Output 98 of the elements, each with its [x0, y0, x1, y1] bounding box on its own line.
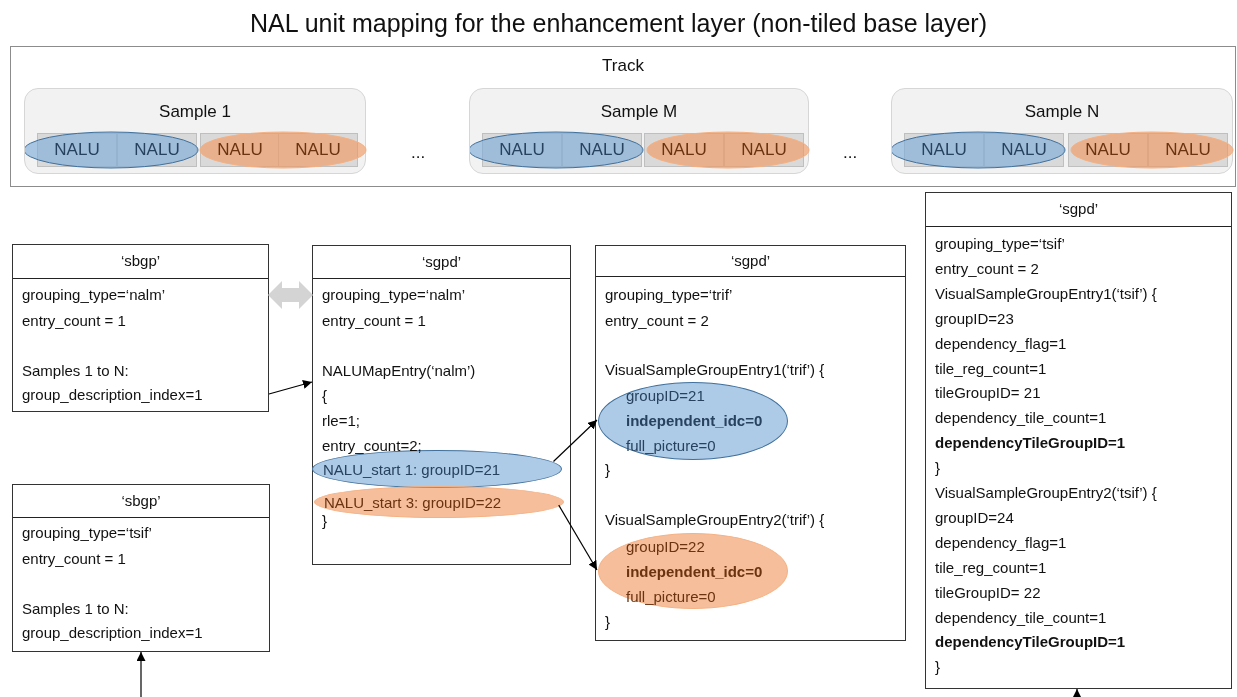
arrow: [268, 380, 313, 395]
arrow: [1072, 688, 1082, 697]
nalu-label: NALU: [1000, 140, 1048, 160]
track-label: Track: [601, 56, 645, 76]
sample-label: Sample N: [1023, 102, 1101, 122]
code-line: dependency_tile_count=1: [935, 408, 1107, 429]
code-line: independent_idc=0: [626, 411, 763, 431]
code-line: groupID=22: [626, 537, 705, 557]
code-line: }: [935, 458, 940, 479]
code-line: entry_count=2;: [322, 436, 422, 456]
nalu-label: NALU: [216, 140, 264, 160]
arrow: [552, 419, 598, 463]
code-line: grouping_type=‘tsif’: [935, 234, 1065, 254]
syntax-box: [12, 484, 270, 652]
sample-panel: [24, 88, 366, 174]
nalu-label: NALU: [53, 140, 101, 160]
code-line: dependency_flag=1: [935, 333, 1067, 354]
nalu-label: NALU: [498, 140, 546, 160]
code-line: dependency_flag=1: [935, 532, 1067, 553]
code-line: tile_reg_count=1: [935, 557, 1047, 578]
code-line: group_description_index=1: [22, 623, 203, 643]
code-line: Samples 1 to N:: [22, 599, 129, 619]
sample-panel: [469, 88, 809, 174]
box-type-label: ‘sgpd’: [729, 251, 772, 271]
code-line: VisualSampleGroupEntry1(‘tsif’) {: [935, 283, 1157, 304]
box-type-label: ‘sbgp’: [120, 491, 162, 511]
box-type-label: ‘sgpd’: [1057, 199, 1100, 219]
code-line: dependency_tile_count=1: [935, 607, 1107, 628]
code-line: groupID=23: [935, 308, 1014, 329]
sample-label: Sample M: [599, 102, 679, 122]
nalu-label: NALU: [660, 140, 708, 160]
nalu-cell: [984, 133, 1064, 167]
syntax-box: [12, 244, 269, 412]
nalu-label: NALU: [578, 140, 626, 160]
nalu-label: NALU: [920, 140, 968, 160]
code-line: rle=1;: [322, 411, 360, 431]
code-line: tile_reg_count=1: [935, 358, 1047, 379]
code-line: }: [605, 460, 610, 480]
code-line: grouping_type=‘nalm’: [22, 285, 165, 305]
nalu-cell: [278, 133, 358, 167]
box-type-label: ‘sbgp’: [119, 251, 162, 271]
double-arrow: [268, 281, 313, 309]
code-line: grouping_type=‘tsif’: [22, 523, 152, 543]
nalu-label: NALU: [740, 140, 788, 160]
nalu-cell: [117, 133, 197, 167]
code-line: tileGroupID= 22: [935, 582, 1041, 603]
code-line: full_picture=0: [626, 436, 716, 456]
nalu-label: NALU: [294, 140, 342, 160]
code-line: tileGroupID= 21: [935, 383, 1041, 404]
code-line: NALUMapEntry(‘nalm’): [322, 361, 476, 381]
code-line: group_description_index=1: [22, 385, 203, 405]
code-line: independent_idc=0: [626, 562, 763, 582]
code-line: groupID=24: [935, 507, 1014, 528]
nalu-cell: [1148, 133, 1228, 167]
nalu-cell: [644, 133, 724, 167]
nalu-label: NALU: [1084, 140, 1132, 160]
code-line: }: [322, 511, 327, 531]
code-line: NALU_start 1: groupID=21: [323, 460, 501, 480]
nalu-cell: [200, 133, 280, 167]
box-type-label: ‘sgpd’: [420, 252, 463, 272]
code-line: entry_count = 2: [935, 258, 1039, 279]
ellipsis-mark: ...: [843, 143, 858, 163]
code-line: }: [605, 612, 610, 632]
nalu-cell: [904, 133, 984, 167]
arrow: [136, 651, 146, 697]
code-line: dependencyTileGroupID=1: [935, 433, 1126, 454]
nalu-cell: [482, 133, 562, 167]
nalu-cell: [724, 133, 804, 167]
code-line: entry_count = 2: [605, 311, 709, 331]
sample-panel: [891, 88, 1233, 174]
code-line: entry_count = 1: [22, 549, 126, 569]
code-line: VisualSampleGroupEntry1(‘trif’) {: [605, 360, 825, 380]
code-line: VisualSampleGroupEntry2(‘tsif’) {: [935, 483, 1157, 503]
sample-label: Sample 1: [158, 102, 232, 122]
code-line: entry_count = 1: [22, 311, 126, 331]
nalu-cell: [1068, 133, 1148, 167]
ellipsis-mark: ...: [411, 143, 426, 163]
code-line: entry_count = 1: [322, 311, 426, 331]
track-panel: [10, 46, 1236, 187]
nalu-label: NALU: [1164, 140, 1212, 160]
code-line: {: [322, 386, 327, 406]
syntax-box: [595, 245, 906, 641]
arrow: [558, 504, 598, 571]
code-line: grouping_type=‘nalm’: [322, 285, 465, 305]
code-line: NALU_start 3: groupID=22: [324, 493, 502, 513]
code-line: VisualSampleGroupEntry2(‘trif’) {: [605, 510, 825, 530]
code-line: Samples 1 to N:: [22, 361, 129, 381]
nalu-cell: [562, 133, 642, 167]
code-line: full_picture=0: [626, 587, 716, 607]
nalu-label: NALU: [133, 140, 181, 160]
code-line: grouping_type=‘trif’: [605, 285, 733, 305]
code-line: }: [935, 657, 940, 678]
syntax-box: [312, 245, 571, 565]
diagram-title: NAL unit mapping for the enhancement layer (non-tiled base layer): [249, 8, 988, 38]
nalu-cell: [37, 133, 117, 167]
code-line: groupID=21: [626, 386, 705, 406]
syntax-box: [925, 192, 1232, 689]
code-line: dependencyTileGroupID=1: [935, 632, 1126, 653]
